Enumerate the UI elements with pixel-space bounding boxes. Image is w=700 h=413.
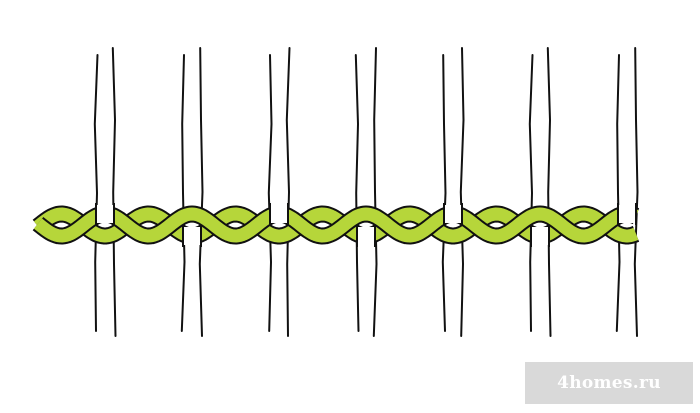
stake-line-left [441, 54, 447, 332]
stake-over-strand [183, 227, 201, 245]
stake-body [96, 54, 114, 332]
stake-line-right [633, 47, 639, 337]
stake-line-left [615, 54, 621, 332]
stake-body [270, 54, 288, 332]
stake-line-left [93, 54, 99, 332]
stake-line-left [528, 54, 534, 332]
stake-line-right [198, 47, 204, 337]
stake-line-left [267, 54, 273, 332]
stakes-back-layer [93, 47, 639, 337]
stake-body [357, 54, 375, 332]
stake-over-strand [618, 205, 636, 223]
stake-body [183, 54, 201, 332]
stakes-front-layer [95, 203, 637, 247]
strand-b [33, 207, 641, 243]
stake-line-left [354, 54, 360, 332]
stake-line-right [459, 47, 465, 337]
stake-line-left [180, 54, 186, 332]
stake-body [444, 54, 462, 332]
stake-over-strand [531, 227, 549, 245]
watermark-4homes: 4homes.ru [525, 362, 693, 404]
stake-over-strand [444, 205, 462, 223]
stake-over-strand [357, 227, 375, 245]
stake-body [531, 54, 549, 332]
stake-body [618, 54, 636, 332]
stake-line-right [372, 47, 378, 337]
stake-over-strand [270, 205, 288, 223]
stake-line-right [546, 47, 552, 337]
stake-line-right [111, 47, 117, 337]
stake-line-right [285, 47, 291, 337]
stake-over-strand [96, 205, 114, 223]
